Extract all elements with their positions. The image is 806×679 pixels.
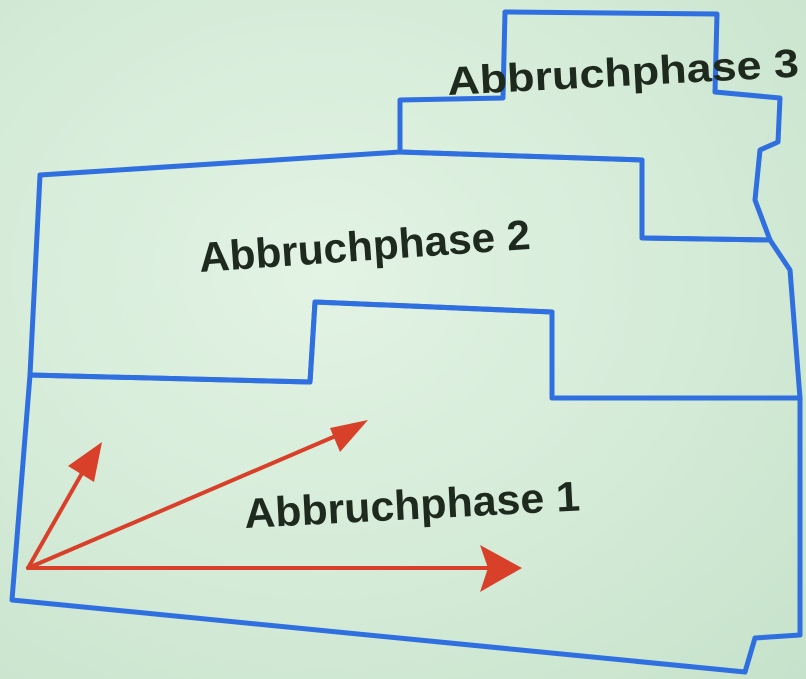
phase-1-label: Abbruchphase 1	[243, 472, 581, 537]
demolition-arrows	[26, 420, 522, 592]
phase-2-boundary	[27, 149, 803, 401]
arrow-diagonal	[26, 420, 368, 570]
arrow-up	[26, 442, 102, 570]
phase-2-label: Abbruchphase 2	[197, 211, 531, 281]
phase-1-boundary	[9, 299, 803, 675]
arrow-right	[26, 545, 522, 592]
